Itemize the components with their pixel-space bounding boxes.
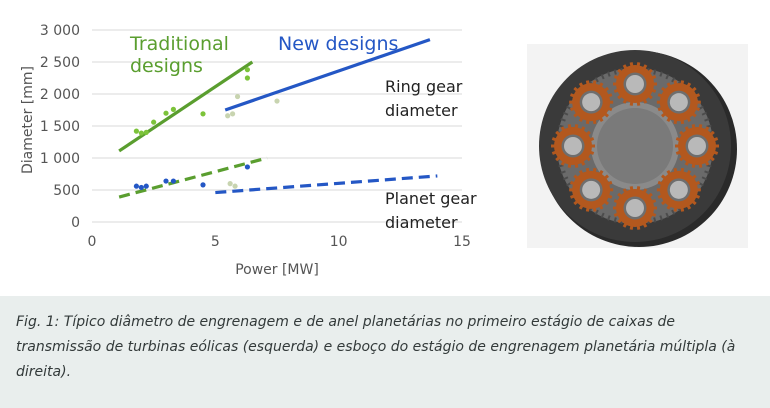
ring-tooth: [701, 111, 708, 116]
data-point-traditional: [151, 119, 157, 125]
data-point-traditional: [133, 183, 139, 189]
annotation-ring-gear: diameter: [385, 101, 458, 120]
data-point-traditional: [200, 182, 206, 188]
y-tick-label: 2 000: [40, 87, 80, 103]
data-point-new: [274, 98, 280, 104]
y-axis-label: Diameter [mm]: [20, 66, 36, 174]
data-point-traditional: [244, 75, 250, 81]
annotation-new-designs: New designs: [278, 33, 398, 55]
ring-tooth: [560, 170, 566, 174]
data-point-traditional: [244, 67, 250, 73]
ring-tooth: [607, 215, 611, 221]
trend-line-new-ring: [224, 38, 431, 112]
data-point-traditional: [200, 111, 206, 117]
ring-tooth: [671, 77, 676, 83]
y-tick-label: 3 000: [40, 23, 80, 39]
data-point-new: [225, 113, 231, 119]
planetary-gear-illustration: [539, 50, 737, 247]
data-point-traditional: [138, 130, 144, 136]
annotation-planet-gear: diameter: [385, 213, 458, 232]
ring-tooth: [600, 212, 605, 219]
trend-line-new-planet: [215, 174, 438, 195]
figure-caption: Fig. 1: Típico diâmetro de engrenagem e …: [16, 314, 736, 380]
x-tick-label: 15: [453, 234, 471, 250]
planet-bearing: [582, 180, 601, 199]
planet-bearing: [669, 180, 688, 199]
trend-line-traditional-planet: [118, 156, 268, 199]
ring-tooth: [653, 217, 657, 223]
y-tick-label: 0: [71, 215, 80, 231]
data-point-traditional: [143, 183, 149, 189]
ring-tooth: [701, 176, 708, 181]
x-tick-label: 10: [330, 234, 348, 250]
ring-tooth: [613, 69, 617, 75]
ring-tooth: [659, 215, 663, 221]
ring-tooth: [613, 217, 617, 223]
data-point-traditional: [163, 178, 169, 184]
data-point-new: [227, 181, 233, 187]
y-tick-label: 1 000: [40, 151, 80, 167]
planet-bearing: [626, 199, 644, 217]
ring-tooth: [704, 170, 710, 174]
ring-tooth: [562, 111, 569, 116]
data-point-traditional: [143, 129, 149, 135]
annotation-traditional-designs: Traditional: [129, 33, 229, 55]
data-point-traditional: [133, 128, 139, 134]
data-point-traditional: [138, 184, 144, 191]
data-point-traditional: [170, 106, 176, 112]
ring-tooth: [665, 73, 670, 80]
x-tick-label: 0: [88, 234, 97, 250]
chart-canvas: 0 500 1 000 1 500 2 000 2 500 3 000 0 5 10 15Power…: [20, 23, 477, 278]
annotation-traditional-designs: designs: [130, 55, 203, 77]
ring-tooth: [665, 212, 670, 219]
ring-tooth: [600, 73, 605, 80]
y-tick-label: 1 500: [40, 119, 80, 135]
y-tick-label: 2 500: [40, 55, 80, 71]
data-point-traditional: [244, 164, 250, 170]
planetary-gear-stage-image: [527, 44, 748, 248]
ring-tooth: [671, 209, 676, 215]
annotation-ring-gear: Ring gear: [385, 77, 463, 96]
sun-gear-face: [597, 108, 673, 184]
ring-tooth: [560, 118, 566, 122]
ring-tooth: [594, 77, 599, 83]
ring-tooth: [704, 118, 710, 122]
planet-bearing: [582, 93, 601, 112]
ring-tooth: [659, 71, 663, 77]
figure-caption-box: Fig. 1: Típico diâmetro de engrenagem e …: [0, 296, 770, 408]
planet-bearing: [626, 75, 644, 93]
y-tick-label: 500: [53, 183, 80, 199]
ring-tooth: [594, 209, 599, 215]
data-point-traditional: [170, 178, 176, 184]
ring-tooth: [653, 69, 657, 75]
data-point-new: [230, 111, 236, 117]
planet-bearing: [688, 137, 706, 155]
x-tick-label: 5: [211, 234, 220, 250]
trend-line-traditional-ring: [118, 60, 254, 153]
data-point-traditional: [163, 110, 169, 116]
ring-tooth: [562, 176, 569, 181]
ring-tooth: [607, 71, 611, 77]
annotation-planet-gear: Planet gear: [385, 189, 477, 208]
data-point-new: [232, 183, 238, 189]
planet-bearing: [564, 137, 582, 155]
planet-bearing: [669, 93, 688, 112]
data-point-new: [234, 93, 241, 100]
x-axis-label: Power [MW]: [235, 262, 319, 278]
